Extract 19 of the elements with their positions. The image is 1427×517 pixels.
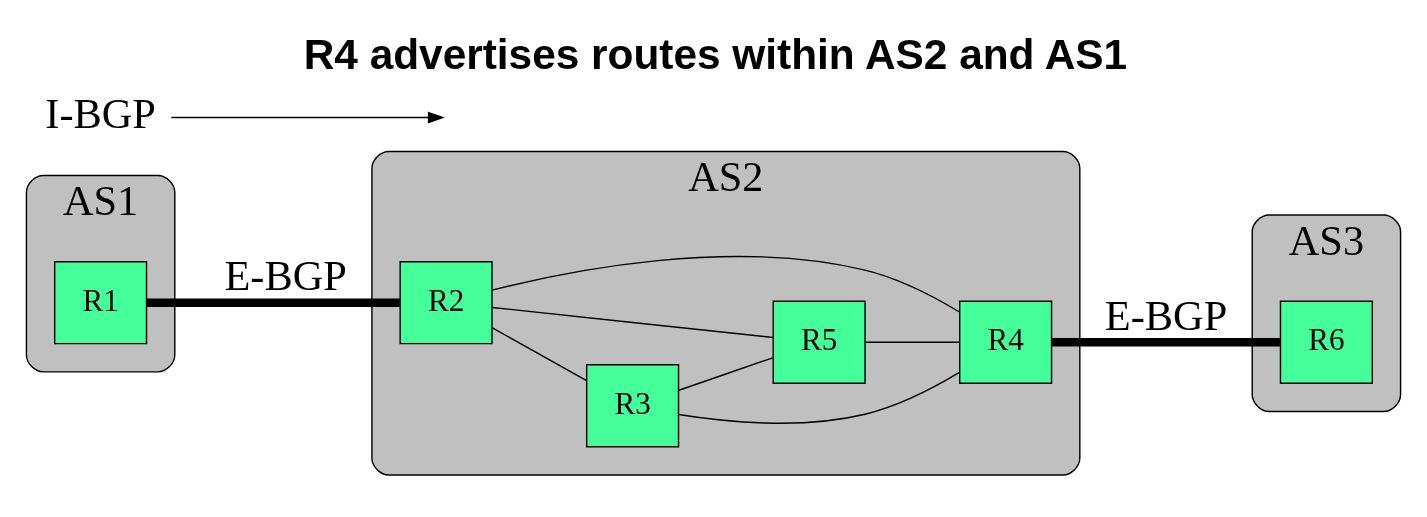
diagram-title: R4 advertises routes within AS2 and AS1	[303, 30, 1128, 78]
connector	[146, 298, 400, 307]
node-box: R4	[959, 300, 1053, 384]
node-box: R6	[1279, 300, 1374, 384]
node-box: R5	[772, 300, 866, 384]
connector	[864, 341, 960, 343]
connector	[1051, 338, 1281, 347]
node-box: R2	[399, 260, 493, 345]
node-box: R1	[53, 260, 148, 345]
node-text: I-BGP	[45, 90, 156, 138]
edge-label: E-BGP	[1104, 291, 1228, 339]
connector	[491, 306, 774, 339]
connector	[677, 371, 961, 424]
connector	[678, 357, 774, 391]
edge-label: E-BGP	[224, 251, 347, 299]
node-box: R3	[585, 364, 680, 448]
connector	[491, 255, 961, 313]
arrow	[170, 111, 445, 124]
connector	[491, 327, 587, 382]
